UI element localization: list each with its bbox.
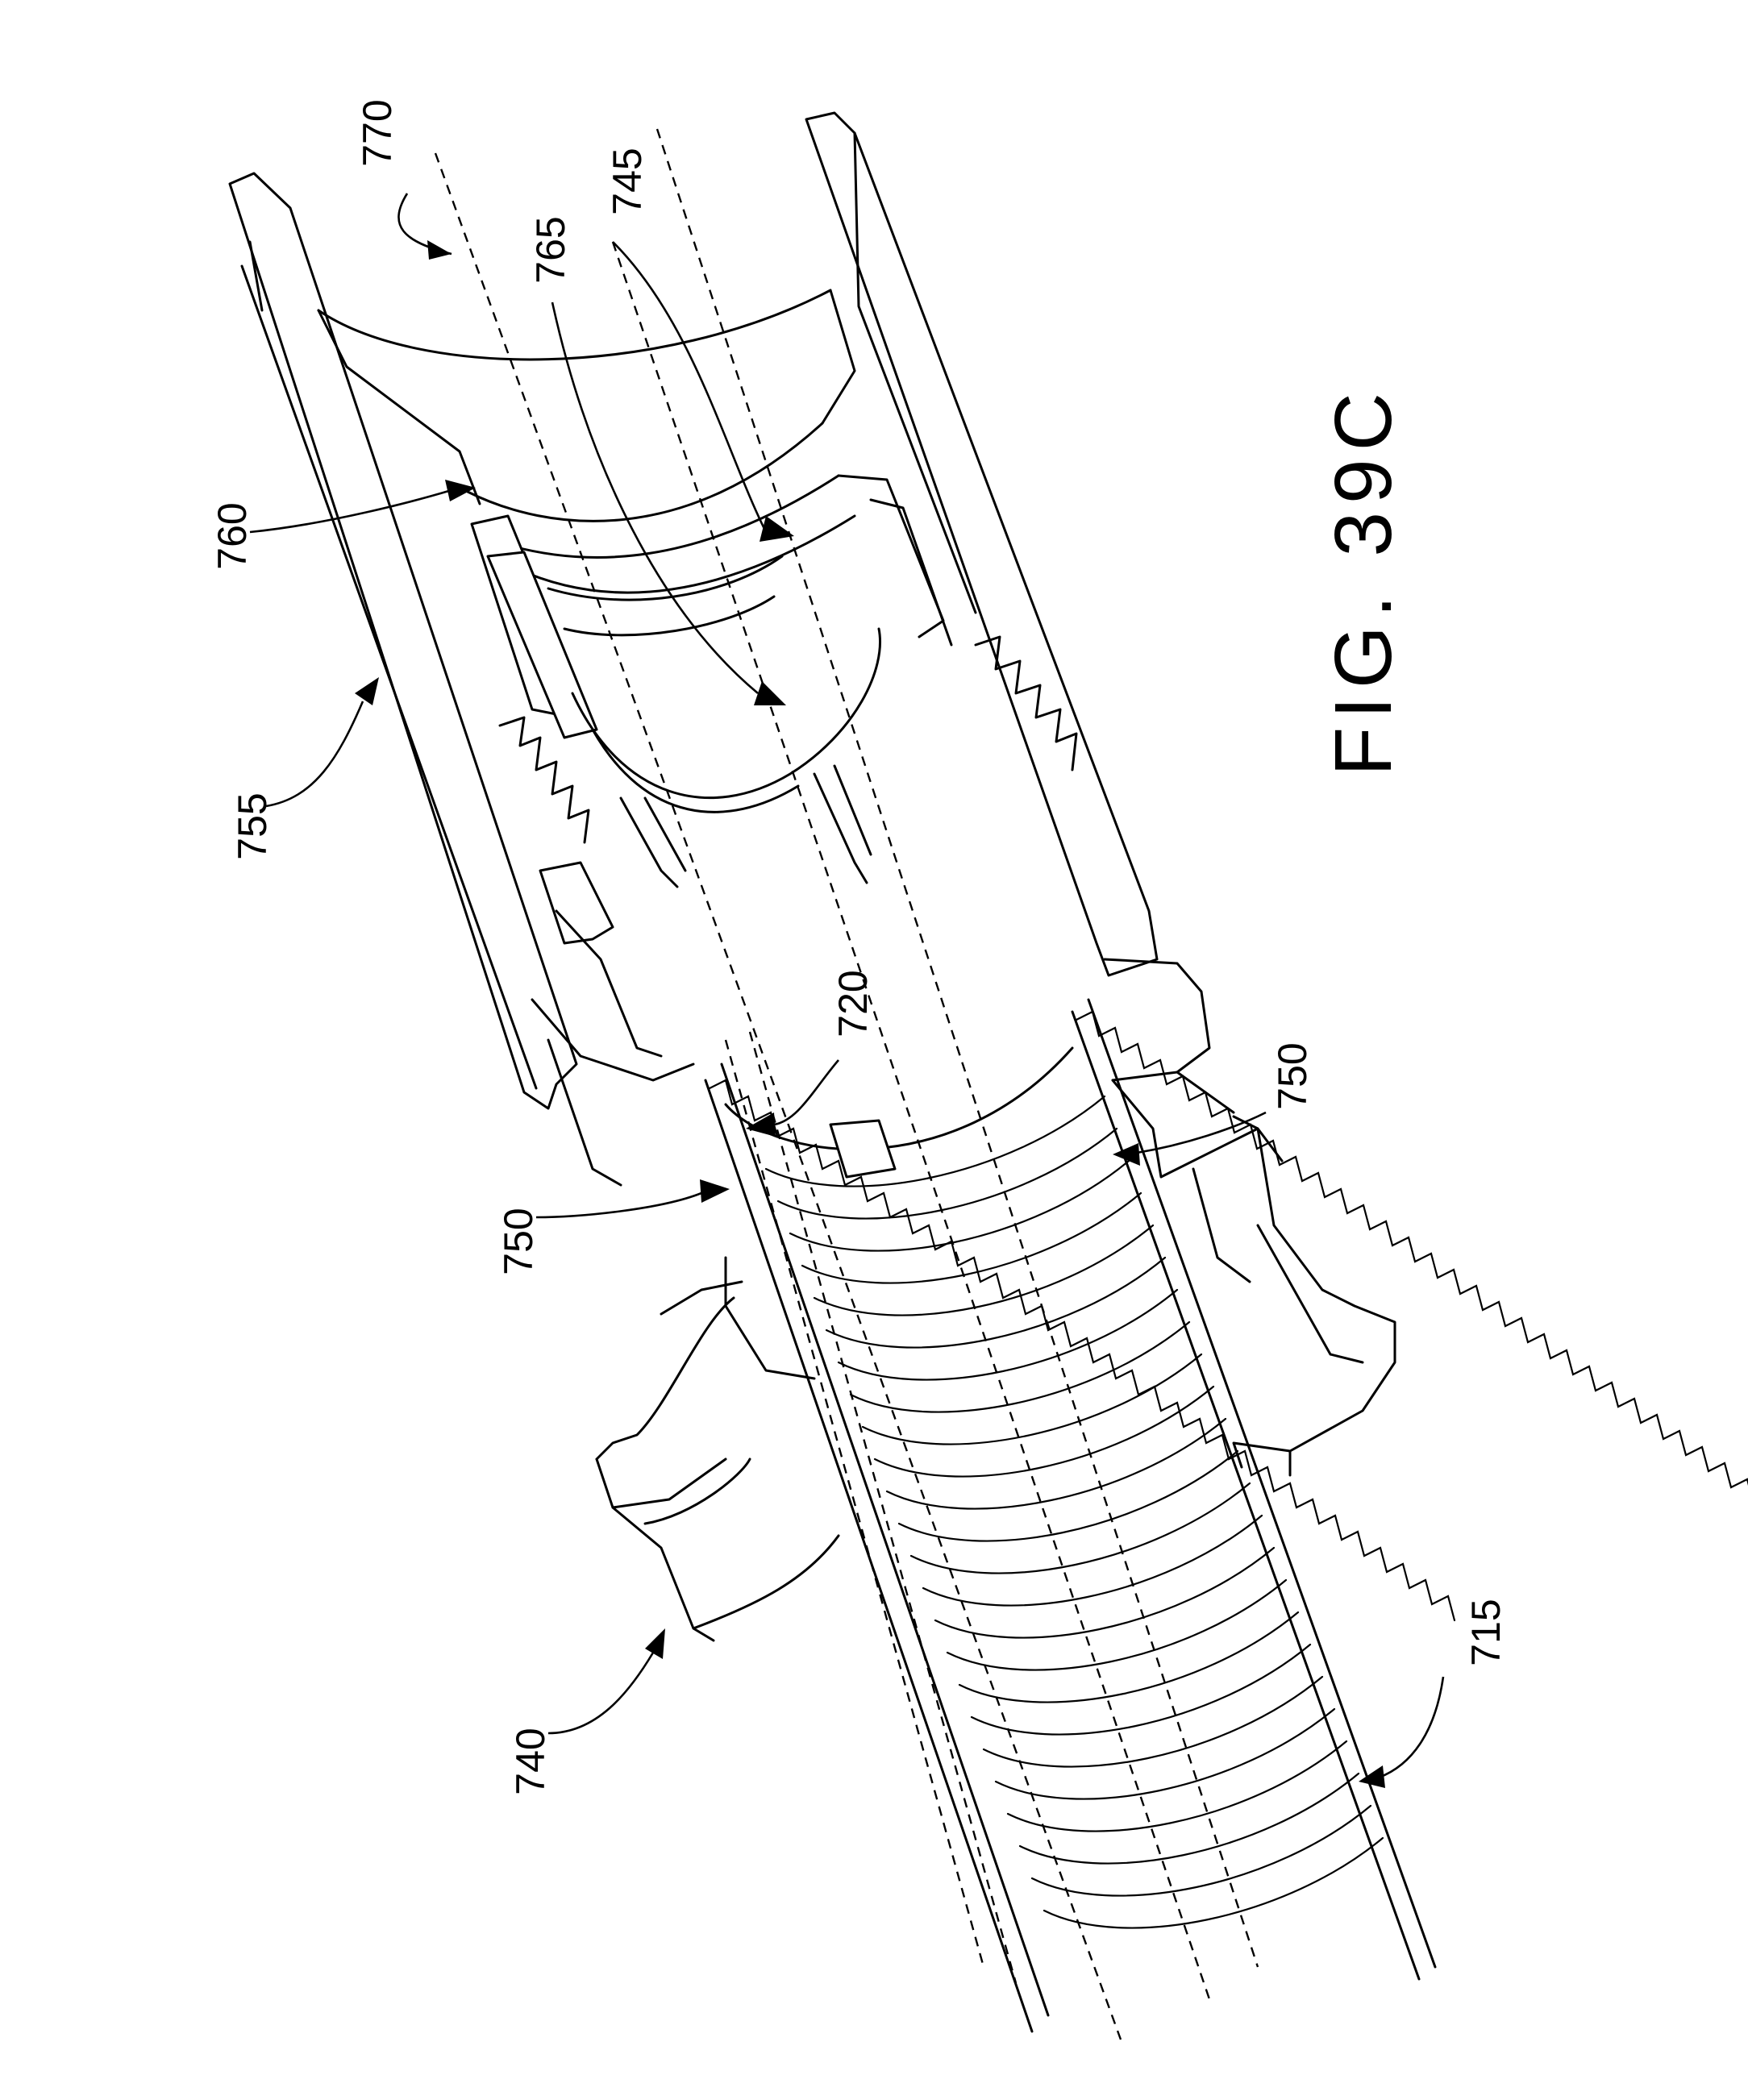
- label-760: 760: [210, 502, 255, 569]
- tube-715: [705, 1000, 1748, 2031]
- label-740: 740: [508, 1728, 553, 1794]
- label-720: 720: [830, 970, 876, 1037]
- label-755: 755: [230, 792, 275, 859]
- label-750-right: 750: [1270, 1042, 1315, 1109]
- reference-labels: 770 745 765 760 755 720 750 750 740 715: [210, 99, 1509, 1794]
- label-770: 770: [355, 99, 400, 166]
- label-750-left: 750: [496, 1208, 541, 1275]
- label-745: 745: [605, 148, 650, 214]
- figure-title: FIG. 39C: [1318, 385, 1409, 776]
- centerlines: [435, 129, 1258, 2040]
- label-715: 715: [1463, 1599, 1509, 1665]
- label-765: 765: [528, 216, 573, 283]
- housing-755: [230, 113, 1282, 1185]
